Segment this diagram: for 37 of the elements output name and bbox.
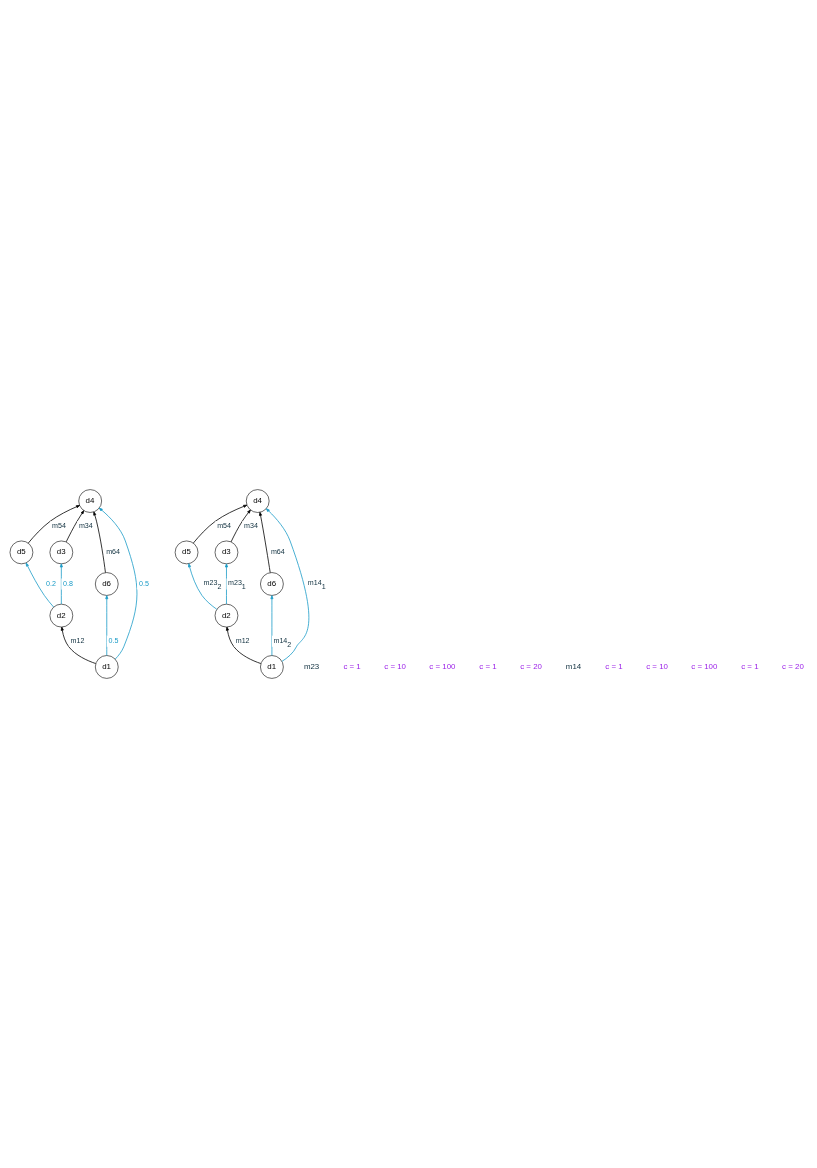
arrow [65, 510, 85, 543]
arrow [224, 563, 228, 605]
arrow [259, 511, 271, 574]
label: c = 100 [429, 661, 456, 671]
arrow [265, 508, 310, 662]
arrow [188, 563, 218, 610]
label: c = 20 [782, 661, 804, 671]
arrow [60, 626, 97, 664]
label: c = 20 [520, 661, 542, 671]
label: m14 [565, 661, 582, 671]
arrow [59, 563, 63, 605]
label: c = 1 [479, 661, 497, 671]
label: c = 1 [343, 661, 361, 671]
arrow [230, 509, 251, 543]
node-circle: d2 [214, 603, 239, 628]
node-circle: d6 [95, 572, 119, 596]
arrow [225, 626, 262, 664]
arrow [93, 511, 106, 573]
label: c = 10 [646, 661, 668, 671]
label: c = 1 [605, 661, 623, 671]
arrow [105, 595, 109, 656]
node-circle: d1 [95, 655, 119, 679]
arrow [25, 562, 55, 608]
label: m23 [303, 661, 320, 671]
node-circle: d2 [49, 603, 74, 628]
label: c = 100 [691, 661, 718, 671]
arrow [270, 595, 274, 656]
arrow [98, 507, 138, 660]
label: c = 10 [384, 661, 407, 671]
node-circle: d3 [214, 540, 239, 565]
node-circle: d1 [260, 655, 284, 679]
arrow [193, 504, 248, 544]
node-circle: d6 [260, 572, 284, 596]
node-circle: d5 [174, 540, 199, 565]
label: c = 1 [741, 661, 759, 671]
node-circle: d3 [49, 540, 74, 565]
arrow [27, 505, 80, 544]
